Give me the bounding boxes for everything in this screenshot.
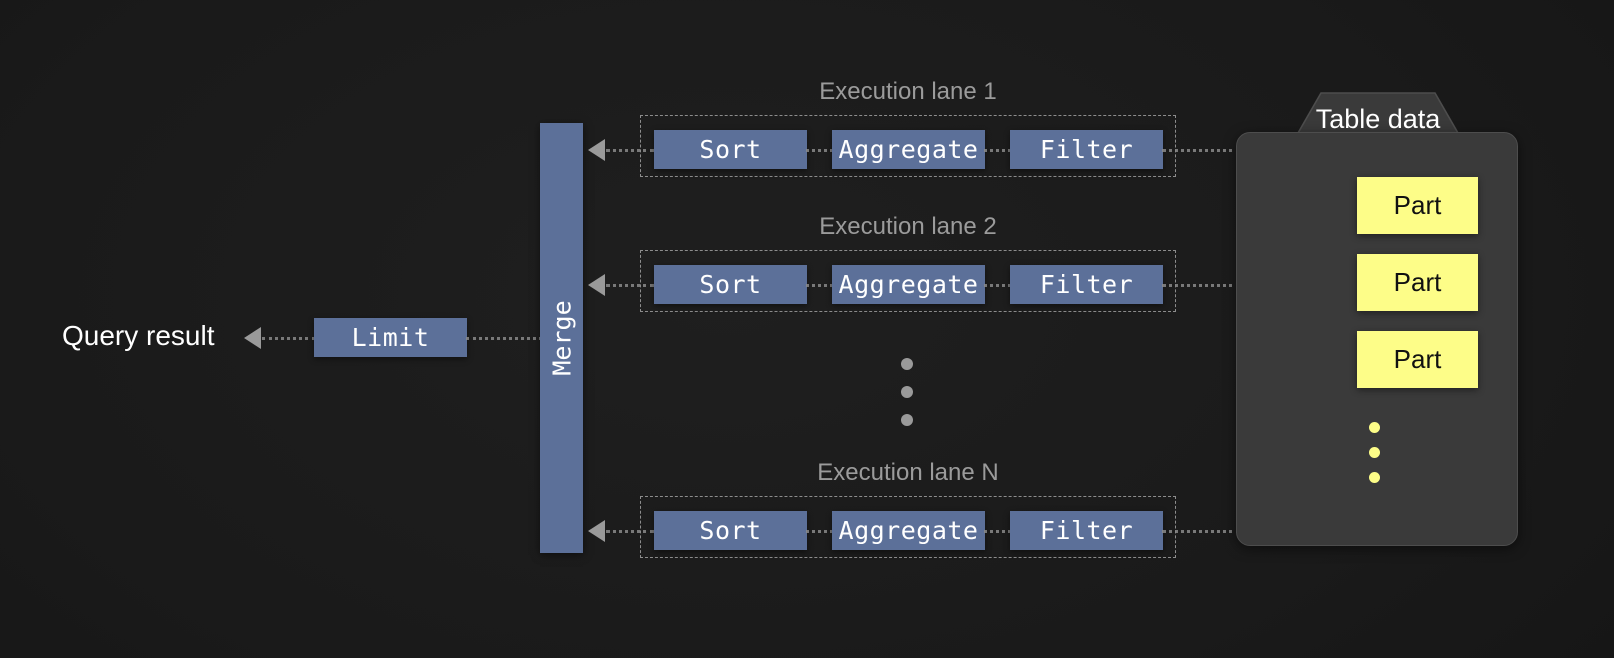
connector-limit-to-query-result	[262, 337, 315, 340]
operator-label: Filter	[1039, 270, 1134, 299]
operator-label: Sort	[699, 270, 762, 299]
connector-lane-2-aggregate-sort	[806, 284, 833, 287]
arrow-lane-2-to-merge	[588, 274, 605, 296]
connector-lane-1-aggregate-sort	[806, 149, 833, 152]
operator-limit[interactable]: Limit	[314, 318, 467, 357]
lane-ellipsis-dot-1	[901, 358, 913, 370]
query-result-label: Query result	[62, 320, 215, 351]
part-ellipsis-dot-1	[1369, 422, 1380, 433]
lane-ellipsis-dot-3	[901, 414, 913, 426]
connector-table-to-lane-1	[1162, 149, 1240, 152]
connector-lane-1-to-merge	[606, 149, 654, 152]
connector-lane-2-to-merge	[606, 284, 654, 287]
lane-label-1: Execution lane 1	[819, 78, 997, 105]
connector-table-to-lane-n	[1162, 530, 1240, 533]
connector-merge-to-limit	[466, 337, 542, 340]
arrow-to-query-result	[244, 327, 261, 349]
operator-label: Aggregate	[838, 135, 979, 164]
operator-label: Filter	[1039, 135, 1134, 164]
connector-lane-n-to-merge	[606, 530, 654, 533]
connector-lane-1-filter-aggregate	[984, 149, 1011, 152]
lane-label-2: Execution lane 2	[819, 213, 997, 240]
part-label: Part	[1393, 190, 1442, 220]
part-label: Part	[1393, 344, 1442, 374]
operator-lane-2-aggregate[interactable]: Aggregate	[832, 265, 985, 304]
operator-label: Sort	[699, 516, 762, 545]
operator-lane-1-aggregate[interactable]: Aggregate	[832, 130, 985, 169]
connector-lane-n-filter-aggregate	[984, 530, 1011, 533]
connector-table-to-lane-2	[1162, 284, 1240, 287]
operator-lane-1-sort[interactable]: Sort	[654, 130, 807, 169]
connector-lane-n-aggregate-sort	[806, 530, 833, 533]
part-ellipsis-dot-3	[1369, 472, 1380, 483]
table-data-title: Table data	[1315, 104, 1441, 134]
operator-lane-1-filter[interactable]: Filter	[1010, 130, 1163, 169]
lane-box-2	[640, 250, 1176, 312]
lane-ellipsis-dot-2	[901, 386, 913, 398]
operator-lane-n-aggregate[interactable]: Aggregate	[832, 511, 985, 550]
operator-lane-2-sort[interactable]: Sort	[654, 265, 807, 304]
lane-box-n	[640, 496, 1176, 558]
lane-box-1	[640, 115, 1176, 177]
operator-label: Aggregate	[838, 270, 979, 299]
operator-limit-label: Limit	[351, 323, 430, 352]
operator-lane-n-sort[interactable]: Sort	[654, 511, 807, 550]
part-box-3[interactable]: Part	[1357, 331, 1478, 388]
operator-lane-n-filter[interactable]: Filter	[1010, 511, 1163, 550]
part-box-2[interactable]: Part	[1357, 254, 1478, 311]
operator-label: Filter	[1039, 516, 1134, 545]
part-box-1[interactable]: Part	[1357, 177, 1478, 234]
operator-label: Aggregate	[838, 516, 979, 545]
connector-lane-2-filter-aggregate	[984, 284, 1011, 287]
merge-node[interactable]: Merge	[540, 123, 583, 553]
merge-label: Merge	[547, 300, 576, 376]
operator-lane-2-filter[interactable]: Filter	[1010, 265, 1163, 304]
arrow-lane-1-to-merge	[588, 139, 605, 161]
lane-label-n: Execution lane N	[817, 459, 999, 486]
operator-label: Sort	[699, 135, 762, 164]
arrow-lane-n-to-merge	[588, 520, 605, 542]
part-ellipsis-dot-2	[1369, 447, 1380, 458]
part-label: Part	[1393, 267, 1442, 297]
